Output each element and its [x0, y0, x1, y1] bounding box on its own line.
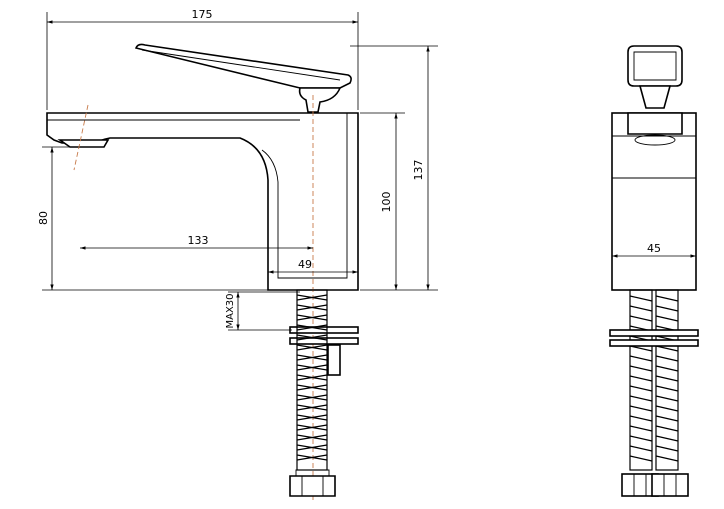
supply-hose: [296, 289, 328, 471]
front-cartridge: [627, 112, 683, 135]
front-view: 45: [609, 45, 699, 497]
dim-label-overall-length: 175: [192, 8, 213, 21]
side-view: 175 137 100 80 133 49 MAX30: [37, 8, 438, 500]
dim-label-spout-reach: 133: [188, 234, 209, 247]
handle-stem: [298, 87, 342, 113]
front-handle-stem: [638, 85, 672, 109]
threaded-stud: [327, 344, 341, 376]
washer-bottom: [289, 337, 359, 345]
front-hoses: [629, 289, 679, 471]
dim-label-spout-height: 80: [37, 211, 50, 225]
dim-label-body-height: 100: [380, 192, 393, 213]
front-body: [611, 112, 697, 291]
spout-axis: [73, 104, 89, 171]
hose-fitting-nut: [289, 475, 336, 497]
dim-label-overall-height: 137: [412, 160, 425, 181]
dim-label-body-width: 49: [298, 258, 312, 271]
dim-label-front-width: 45: [647, 242, 661, 255]
front-handle: [627, 45, 683, 87]
front-fitting-right: [651, 473, 689, 497]
dim-label-max-thickness: MAX30: [225, 293, 236, 328]
lever-handle: [134, 43, 352, 89]
aerator: [57, 139, 110, 148]
